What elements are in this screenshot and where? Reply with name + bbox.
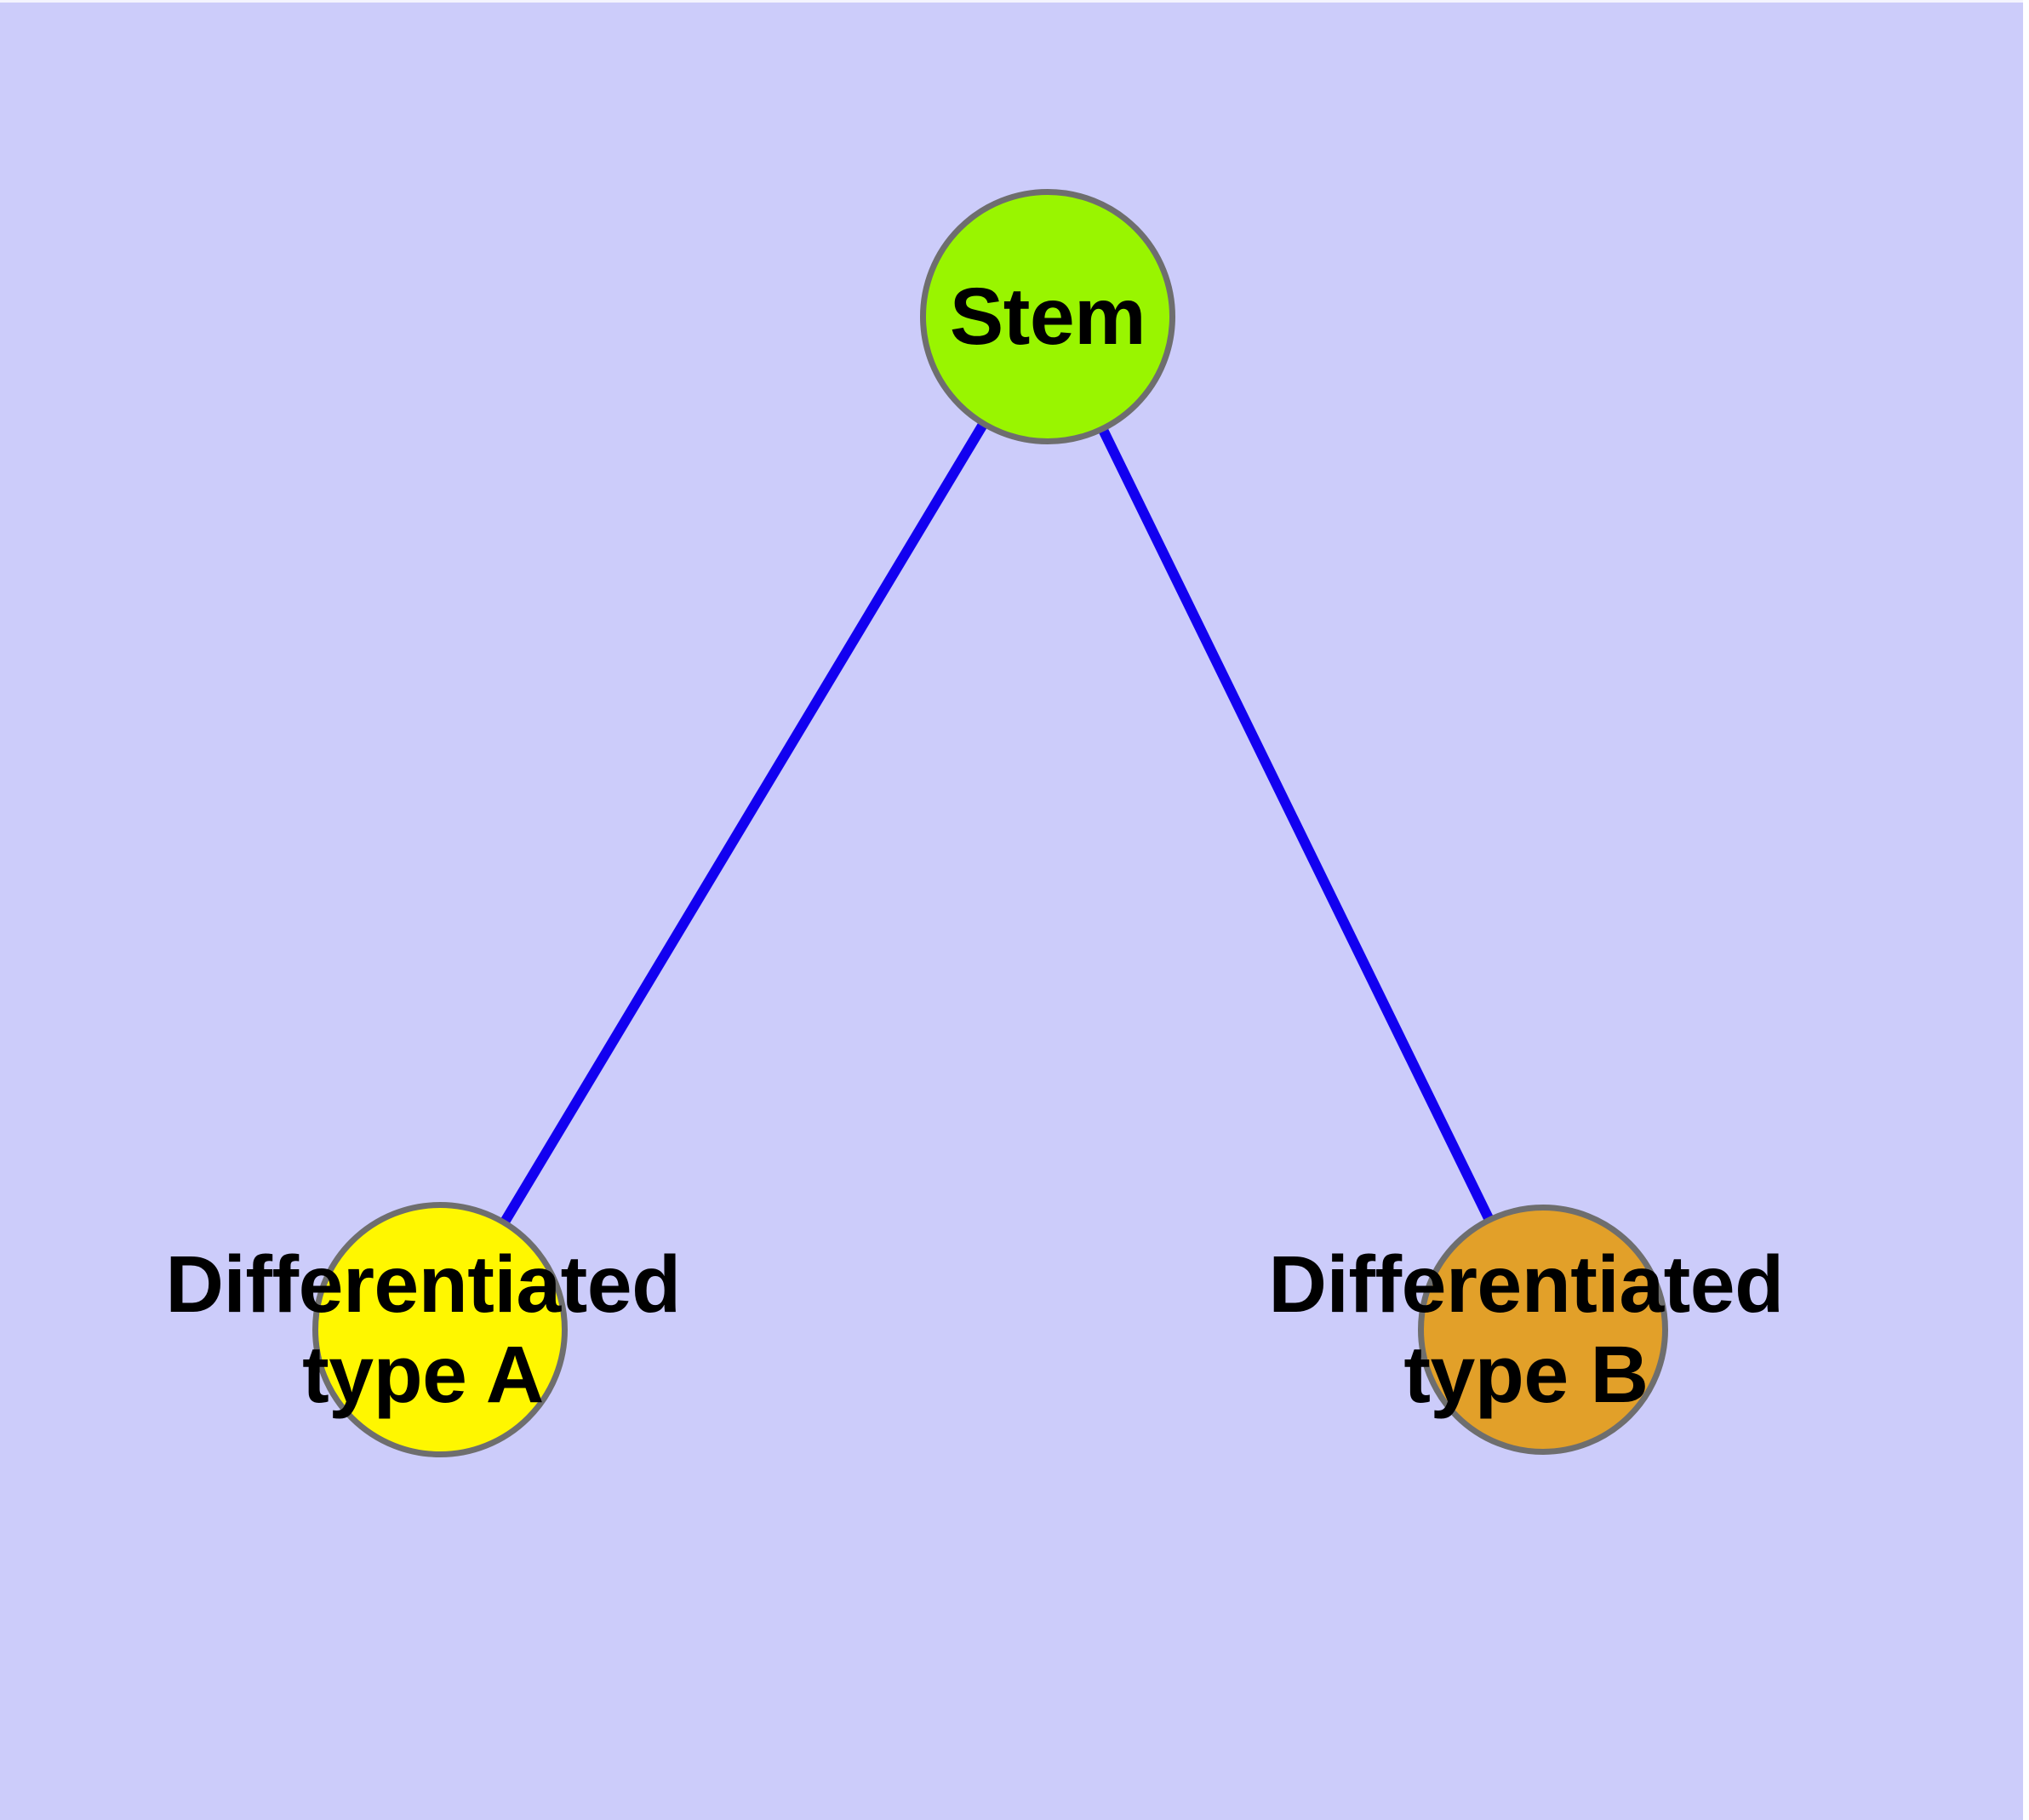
edge-stem-to-diff-b bbox=[1095, 422, 1496, 1226]
node-stem[interactable] bbox=[920, 189, 1175, 444]
node-label-diff-a: Differentiated type A bbox=[0, 420, 1437, 1820]
node-label-diff-b: Differentiated type B bbox=[512, 420, 2029, 1820]
node-diff-b[interactable] bbox=[1418, 1205, 1668, 1455]
edge-stem-to-diff-a bbox=[497, 417, 991, 1229]
node-label-stem: Stem bbox=[33, 0, 2029, 1227]
node-diff-a[interactable] bbox=[312, 1202, 568, 1457]
right-margin-strip bbox=[2023, 0, 2029, 1820]
top-margin-strip bbox=[0, 0, 2029, 3]
